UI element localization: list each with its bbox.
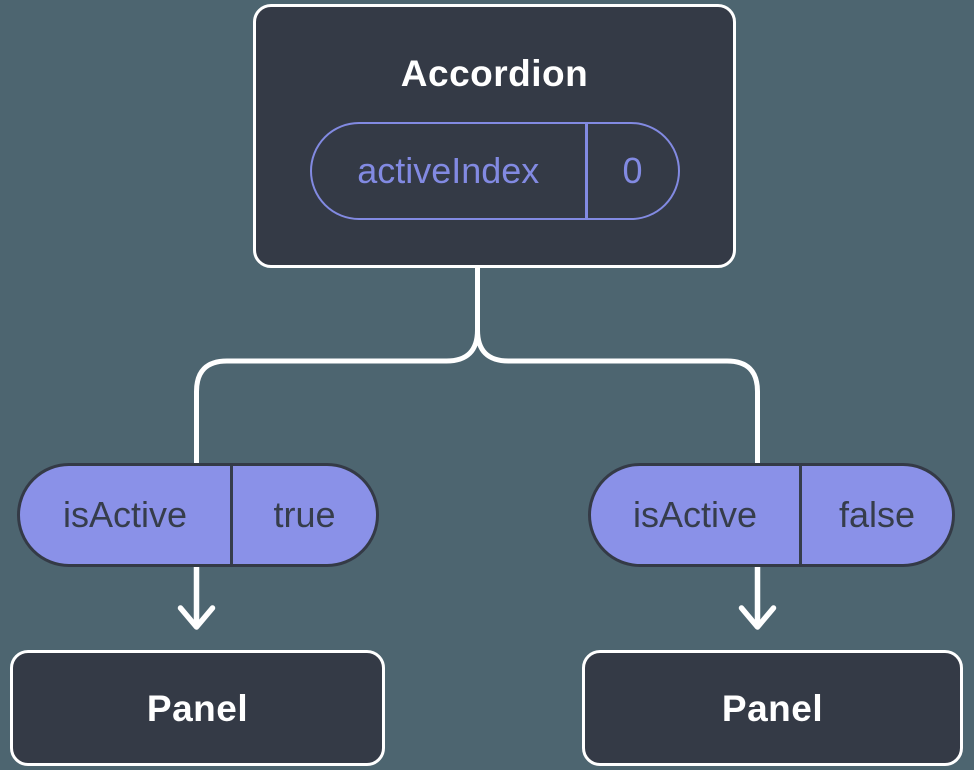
state-pill-active-index: activeIndex 0	[309, 122, 680, 220]
prop-value-label: false	[838, 494, 916, 535]
prop-pill-divider	[230, 466, 233, 564]
panel-node-title: Panel	[721, 687, 824, 729]
arrow-down-right-icon	[738, 562, 777, 630]
branch-left-line	[194, 266, 480, 466]
state-value-label: 0	[622, 150, 643, 191]
prop-name-label: isActive	[632, 494, 758, 535]
panel-node-right: Panel	[582, 650, 963, 766]
prop-pill-is-active-true: isActive true	[17, 463, 379, 567]
prop-name-label: isActive	[62, 494, 188, 535]
arrow-down-left-icon	[177, 562, 216, 630]
prop-value-label: true	[273, 494, 336, 535]
panel-node-title: Panel	[146, 687, 249, 729]
accordion-node: Accordion activeIndex 0	[253, 4, 736, 268]
state-name-label: activeIndex	[357, 150, 540, 191]
prop-pill-divider	[799, 466, 802, 564]
accordion-node-title: Accordion	[400, 53, 589, 94]
state-pill-divider	[585, 124, 588, 218]
branch-right-line	[475, 266, 760, 466]
prop-pill-is-active-false: isActive false	[588, 463, 955, 567]
panel-node-left: Panel	[10, 650, 385, 766]
